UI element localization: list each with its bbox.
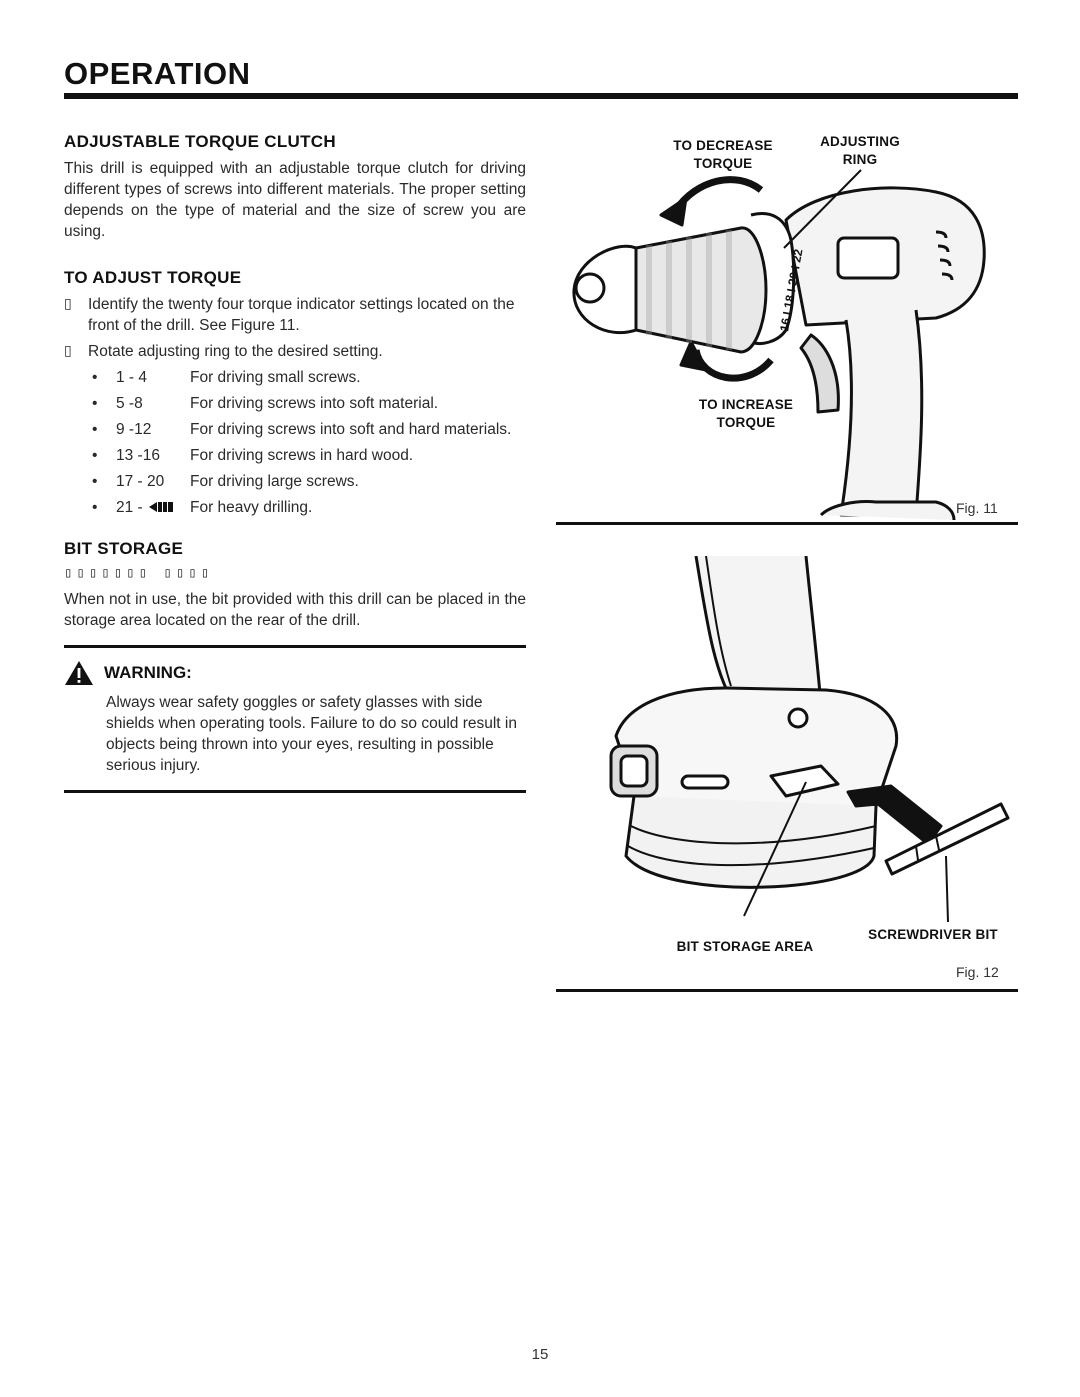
setting-range: 9 -12 bbox=[116, 421, 152, 438]
setting-range: 5 -8 bbox=[116, 395, 143, 412]
settings-row: • 1 - 4 For driving small screws. bbox=[92, 367, 511, 393]
bit-storage-body: When not in use, the bit provided with t… bbox=[64, 591, 526, 629]
step-item: ▯ Rotate adjusting ring to the desired s… bbox=[64, 341, 526, 362]
warning-heading: WARNING: bbox=[104, 663, 192, 682]
page-title: OPERATION bbox=[64, 56, 251, 91]
drill-bit-icon bbox=[149, 502, 174, 512]
warning-header: WARNING: bbox=[64, 660, 526, 686]
setting-range: 13 -16 bbox=[116, 447, 160, 464]
figure-11-drill-illustration: 16 I 18 I 20 I 22 bbox=[572, 169, 986, 521]
warning-triangle-icon bbox=[65, 661, 93, 685]
title-rule bbox=[64, 93, 1018, 99]
adjust-torque-heading: TO ADJUST TORQUE bbox=[64, 268, 242, 287]
callout-decrease-torque: TO DECREASE TORQUE bbox=[673, 138, 773, 171]
setting-range-text: 21 - bbox=[116, 499, 143, 516]
figure-11-rule bbox=[556, 522, 1018, 525]
settings-row: • 9 -12 For driving screws into soft and… bbox=[92, 419, 511, 445]
callout-bit-storage-area: BIT STORAGE AREA bbox=[676, 939, 814, 954]
figure-12-rule bbox=[556, 989, 1018, 992]
settings-row: • 17 - 20 For driving large screws. bbox=[92, 471, 511, 497]
figure-12-label: Fig. 12 bbox=[956, 964, 999, 980]
setting-use: For driving screws into soft and hard ma… bbox=[190, 421, 512, 438]
setting-use: For driving screws in hard wood. bbox=[190, 447, 414, 464]
setting-range: 17 - 20 bbox=[116, 473, 165, 490]
setting-range: 21 - bbox=[116, 497, 190, 523]
step-glyph: ▯ bbox=[64, 343, 72, 359]
figure-11-label: Fig. 11 bbox=[956, 500, 998, 516]
setting-use: For heavy drilling. bbox=[190, 499, 313, 516]
bullet: • bbox=[92, 447, 98, 464]
bullet: • bbox=[92, 499, 98, 516]
bullet: • bbox=[92, 421, 98, 438]
setting-use: For driving small screws. bbox=[190, 369, 361, 386]
bit-storage-subheading: ▯▯▯▯▯▯▯ ▯▯▯▯ bbox=[64, 565, 214, 581]
settings-row: • 13 -16 For driving screws in hard wood… bbox=[92, 445, 511, 471]
settings-row: • 21 - For heavy drilling. bbox=[92, 497, 511, 523]
figure-12-bit-storage-illustration bbox=[609, 556, 1010, 923]
warning-body: Always wear safety goggles or safety gla… bbox=[106, 694, 517, 774]
callout-increase-torque: TO INCREASE TORQUE bbox=[698, 397, 794, 430]
callout-adjusting-ring: ADJUSTING RING bbox=[820, 134, 900, 167]
setting-use: For driving large screws. bbox=[190, 473, 359, 490]
torque-settings-table: • 1 - 4 For driving small screws. • 5 -8… bbox=[92, 367, 511, 523]
warning-box: WARNING: Always wear safety goggles or s… bbox=[64, 645, 526, 793]
left-column: ADJUSTABLE TORQUE CLUTCH This drill is e… bbox=[64, 132, 526, 793]
page-number: 15 bbox=[531, 1346, 549, 1363]
step-item: ▯ Identify the twenty four torque indica… bbox=[64, 294, 526, 336]
bullet: • bbox=[92, 473, 98, 490]
step-glyph: ▯ bbox=[64, 296, 72, 312]
settings-row: • 5 -8 For driving screws into soft mate… bbox=[92, 393, 511, 419]
setting-use: For driving screws into soft material. bbox=[190, 395, 439, 412]
bit-storage-heading: BIT STORAGE bbox=[64, 539, 184, 558]
torque-clutch-body: This drill is equipped with an adjustabl… bbox=[64, 160, 526, 240]
setting-range: 1 - 4 bbox=[116, 369, 148, 386]
torque-clutch-heading: ADJUSTABLE TORQUE CLUTCH bbox=[64, 132, 336, 151]
bullet: • bbox=[92, 369, 98, 386]
step-text: Rotate adjusting ring to the desired set… bbox=[88, 343, 383, 360]
step-text: Identify the twenty four torque indicato… bbox=[88, 296, 515, 334]
bullet: • bbox=[92, 395, 98, 412]
callout-screwdriver-bit: SCREWDRIVER BIT bbox=[868, 927, 998, 942]
